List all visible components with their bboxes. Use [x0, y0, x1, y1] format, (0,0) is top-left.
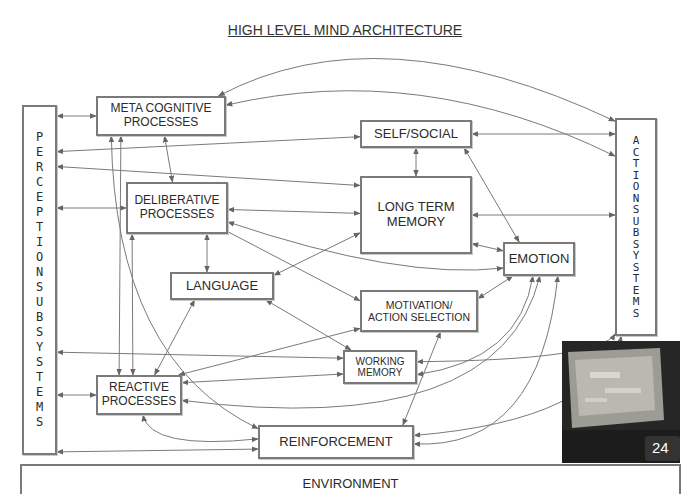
- process-box: LANGUAGE: [170, 272, 274, 300]
- node-text: DELIBERATIVE PROCESSES: [132, 194, 222, 222]
- node-text: LONG TERM MEMORY: [366, 200, 466, 230]
- node-text: EMOTION: [509, 252, 570, 267]
- thumbnail-floor: [562, 430, 680, 463]
- environment-band: ENVIRONMENT: [20, 464, 681, 494]
- connector: [226, 91, 615, 156]
- connector: [57, 208, 126, 209]
- node-text: LANGUAGE: [186, 279, 258, 294]
- process-box: DELIBERATIVE PROCESSES: [126, 182, 228, 234]
- action-band: ACTION SUBSYSTEMS: [615, 118, 657, 336]
- connector: [132, 234, 134, 375]
- node-text: REINFORCEMENT: [279, 435, 392, 450]
- counter-badge: [645, 436, 680, 461]
- process-box: REINFORCEMENT: [258, 425, 414, 459]
- connector: [182, 374, 343, 383]
- slide-speck: [590, 372, 620, 378]
- connector: [266, 300, 351, 350]
- node-text: ACTION SUBSYSTEMS: [631, 135, 642, 319]
- connector: [179, 328, 361, 375]
- node-text: PERCEPTION SUBSYSTEMS: [34, 130, 46, 430]
- connector: [464, 148, 519, 242]
- connector: [478, 276, 513, 299]
- connector: [165, 136, 173, 182]
- node-text: MOTIVATION/ ACTION SELECTION: [366, 299, 472, 323]
- slide-speck: [585, 398, 607, 402]
- node-text: REACTIVE PROCESSES: [102, 381, 177, 409]
- connector: [207, 234, 208, 272]
- memory-box: WORKING MEMORY: [343, 350, 417, 384]
- slide-number: 24: [652, 439, 669, 456]
- memory-box: LONG TERM MEMORY: [360, 176, 472, 254]
- projected-slide: [575, 356, 655, 416]
- node-text: SELF/SOCIAL: [374, 127, 458, 142]
- connector: [57, 395, 96, 396]
- process-box: META COGNITIVE PROCESSES: [96, 96, 226, 136]
- process-box: EMOTION: [503, 242, 575, 276]
- connector: [219, 58, 616, 121]
- connector: [472, 134, 615, 135]
- node-text: META COGNITIVE PROCESSES: [102, 102, 220, 130]
- process-box: REACTIVE PROCESSES: [96, 375, 182, 415]
- thumbnail-frame: [562, 341, 680, 463]
- projector-screen: [568, 348, 664, 428]
- connector: [57, 116, 96, 117]
- process-box: SELF/SOCIAL: [360, 120, 472, 148]
- connector: [274, 233, 360, 275]
- connector: [472, 244, 503, 251]
- connector: [228, 210, 360, 214]
- connector: [155, 300, 195, 375]
- perception-band: PERCEPTION SUBSYSTEMS: [22, 105, 57, 455]
- slide-speck: [605, 388, 641, 393]
- connector: [143, 415, 258, 442]
- diagram-title: HIGH LEVEL MIND ARCHITECTURE: [10, 22, 680, 38]
- connector: [119, 136, 121, 375]
- connector: [416, 148, 417, 176]
- connector: [57, 137, 360, 152]
- connector: [57, 449, 258, 452]
- connector: [57, 352, 343, 358]
- process-box: MOTIVATION/ ACTION SELECTION: [360, 290, 478, 332]
- node-text: ENVIRONMENT: [302, 477, 398, 492]
- node-text: WORKING MEMORY: [349, 356, 411, 379]
- connector: [472, 215, 615, 216]
